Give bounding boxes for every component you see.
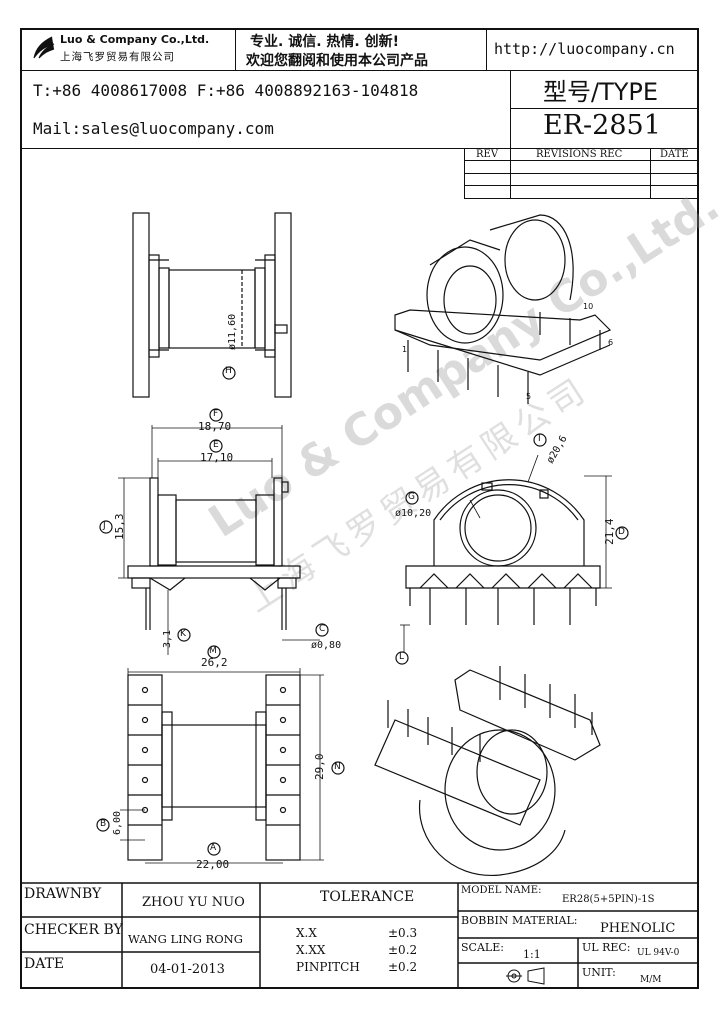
tol-xx-value: ±0.2 (388, 943, 418, 957)
header-divider (486, 28, 487, 70)
dim-d-value: 21,4 (603, 518, 616, 546)
date-col-header: DATE (660, 149, 689, 160)
isometric-view-top (394, 214, 612, 404)
date-value: 04-01-2013 (150, 962, 225, 977)
rev-col-header: REV (476, 149, 499, 160)
website-link[interactable]: http://luocompany.cn (494, 40, 675, 58)
scale-label: SCALE: (461, 941, 504, 954)
header-rule (20, 148, 699, 149)
callout-f-circle (209, 408, 223, 422)
company-logo (30, 34, 56, 62)
dim-n-value: 29,0 (313, 753, 326, 781)
title-block-lines (20, 882, 699, 989)
dim-k-value: 3,1 (162, 629, 173, 648)
date-label: DATE (24, 956, 65, 972)
bobbin-label: BOBBIN MATERIAL: (461, 914, 578, 927)
checker-value: WANG LING RONG (128, 932, 243, 946)
callout-j-circle (99, 520, 113, 534)
isometric-view-bottom (374, 666, 601, 876)
type-value: ER-2851 (543, 110, 661, 141)
header-divider (235, 28, 236, 70)
tol-x-value: ±0.3 (388, 926, 418, 940)
slogan-line-1: 专业. 诚信. 热情. 创新! (250, 34, 399, 50)
mail-address[interactable]: Mail:sales@luocompany.com (33, 119, 274, 138)
callout-a: A (210, 843, 217, 853)
callout-h: H (225, 366, 232, 376)
callout-n: N (334, 762, 341, 772)
pin-label-10: 10 (583, 302, 594, 311)
tol-x-label: X.X (296, 926, 317, 940)
header-divider (510, 70, 511, 148)
dim-c-value: ø0,80 (311, 640, 342, 651)
callout-d: D (618, 527, 625, 537)
scale-value: 1:1 (523, 948, 541, 961)
header-rule (20, 70, 699, 71)
dim-e-value: 17,10 (200, 451, 234, 464)
dim-a-value: 22,00 (196, 858, 230, 871)
type-rule (510, 108, 699, 109)
model-value: ER28(5+5PIN)-1S (562, 894, 655, 905)
dim-j-value: 15,3 (113, 513, 126, 541)
callout-c-circle (315, 623, 329, 637)
pin-label-1: 1 (402, 345, 408, 354)
callout-l-circle (395, 651, 409, 665)
tol-xx-label: X.XX (296, 943, 326, 957)
company-name-cn: 上海飞罗贸易有限公司 (60, 51, 175, 63)
callout-j: J (103, 521, 106, 531)
logo-swoosh-icon (33, 36, 55, 59)
callout-g: G (408, 492, 415, 502)
ul-value: UL 94V-0 (637, 948, 680, 958)
dim-g-value: ø10,20 (395, 508, 432, 519)
callout-c: C (319, 624, 326, 634)
callout-f: F (213, 409, 219, 419)
callout-g-circle (405, 491, 419, 505)
callout-b: B (100, 819, 107, 829)
tol-pin-label: PINPITCH (296, 960, 360, 974)
ul-label: UL REC: (582, 941, 631, 954)
callout-n-circle (331, 761, 345, 775)
callout-b-circle (96, 818, 110, 832)
model-label: MODEL NAME: (461, 885, 542, 896)
callout-h-circle (222, 366, 236, 380)
slogan-line-2: 欢迎您翻阅和使用本公司产品 (246, 53, 428, 69)
projection-symbol-icon (506, 967, 545, 985)
dim-f-value: 18,70 (198, 420, 232, 433)
unit-value: M/M (640, 975, 662, 985)
checker-label: CHECKER BY (24, 922, 123, 938)
dim-b-value: 6,00 (112, 810, 123, 835)
callout-a-circle (207, 842, 221, 856)
tolerance-label: TOLERANCE (320, 889, 415, 905)
drawnby-value: ZHOU YU NUO (142, 895, 245, 910)
callout-i-circle (533, 433, 547, 447)
dim-m-value: 26,2 (201, 656, 228, 669)
side-view-top (132, 212, 292, 398)
drawing-frame (20, 28, 699, 989)
callout-l: L (399, 652, 405, 662)
pin-label-6: 6 (608, 338, 614, 347)
company-name-en: Luo & Company Co.,Ltd. (60, 33, 210, 46)
drawnby-label: DRAWNBY (24, 886, 102, 902)
type-label: 型号/TYPE (543, 78, 659, 106)
callout-m-circle (207, 645, 221, 659)
callout-k-circle (177, 628, 191, 642)
bottom-view (120, 668, 324, 864)
front-view (118, 425, 320, 655)
callout-i: I (538, 434, 541, 444)
end-view (400, 454, 612, 652)
callout-e-circle (209, 439, 223, 453)
callout-d-circle (615, 526, 629, 540)
unit-label: UNIT: (582, 966, 616, 979)
callout-e: E (213, 440, 219, 450)
pin-label-5: 5 (526, 392, 532, 401)
revisions-col-header: REVISIONS REC (536, 149, 623, 160)
phone-fax: T:+86 4008617008 F:+86 4008892163-104818 (33, 81, 419, 100)
bobbin-value: PHENOLIC (600, 921, 676, 936)
callout-k: K (180, 629, 186, 639)
dim-h-value: ø11,60 (227, 313, 238, 350)
tol-pin-value: ±0.2 (388, 960, 418, 974)
callout-m: M (209, 646, 217, 656)
